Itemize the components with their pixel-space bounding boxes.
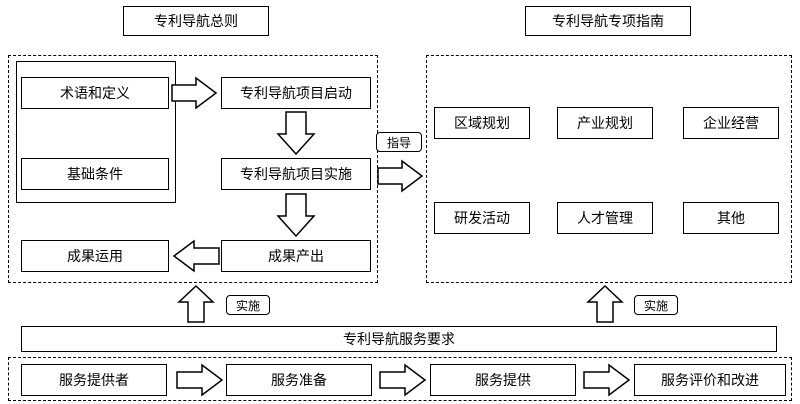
arrow-terms-to-start <box>171 76 218 110</box>
service-preparation-box: 服务准备 <box>226 364 372 396</box>
outcome-use-box: 成果运用 <box>21 240 169 272</box>
fundamentals-frame <box>16 61 176 203</box>
arrow-up-right <box>586 284 624 323</box>
service-evaluation-box: 服务评价和改进 <box>634 364 786 396</box>
service-requirements-bar: 专利导航服务要求 <box>21 326 777 352</box>
arrow-service-2 <box>379 363 427 397</box>
service-delivery-box: 服务提供 <box>430 364 576 396</box>
arrow-up-left <box>177 284 215 323</box>
right-section-title: 专利导航专项指南 <box>525 6 691 36</box>
project-start-box: 专利导航项目启动 <box>221 77 371 109</box>
output-box: 成果产出 <box>221 240 371 272</box>
special-guide-container <box>426 55 792 283</box>
arrow-output-to-use <box>172 239 220 273</box>
arrow-guide <box>377 159 424 193</box>
arrow-service-1 <box>176 363 224 397</box>
arrow-implement-to-output <box>276 193 316 238</box>
guide-label: 指导 <box>376 132 422 152</box>
regional-planning-box: 区域规划 <box>434 107 530 139</box>
service-provider-box: 服务提供者 <box>21 364 167 396</box>
left-section-title: 专利导航总则 <box>123 6 269 36</box>
talent-management-box: 人才管理 <box>557 202 653 234</box>
rd-activities-box: 研发活动 <box>434 202 530 234</box>
others-box: 其他 <box>683 202 779 234</box>
arrow-service-3 <box>583 363 631 397</box>
implement-label-right: 实施 <box>634 295 678 315</box>
basic-conditions-box: 基础条件 <box>21 158 169 190</box>
arrow-start-to-implement <box>276 111 316 156</box>
industry-planning-box: 产业规划 <box>557 107 653 139</box>
project-implement-box: 专利导航项目实施 <box>221 158 371 190</box>
terms-definitions-box: 术语和定义 <box>21 77 169 109</box>
service-flow-container <box>8 357 792 401</box>
implement-label-left: 实施 <box>226 295 270 315</box>
enterprise-operation-box: 企业经营 <box>683 107 779 139</box>
